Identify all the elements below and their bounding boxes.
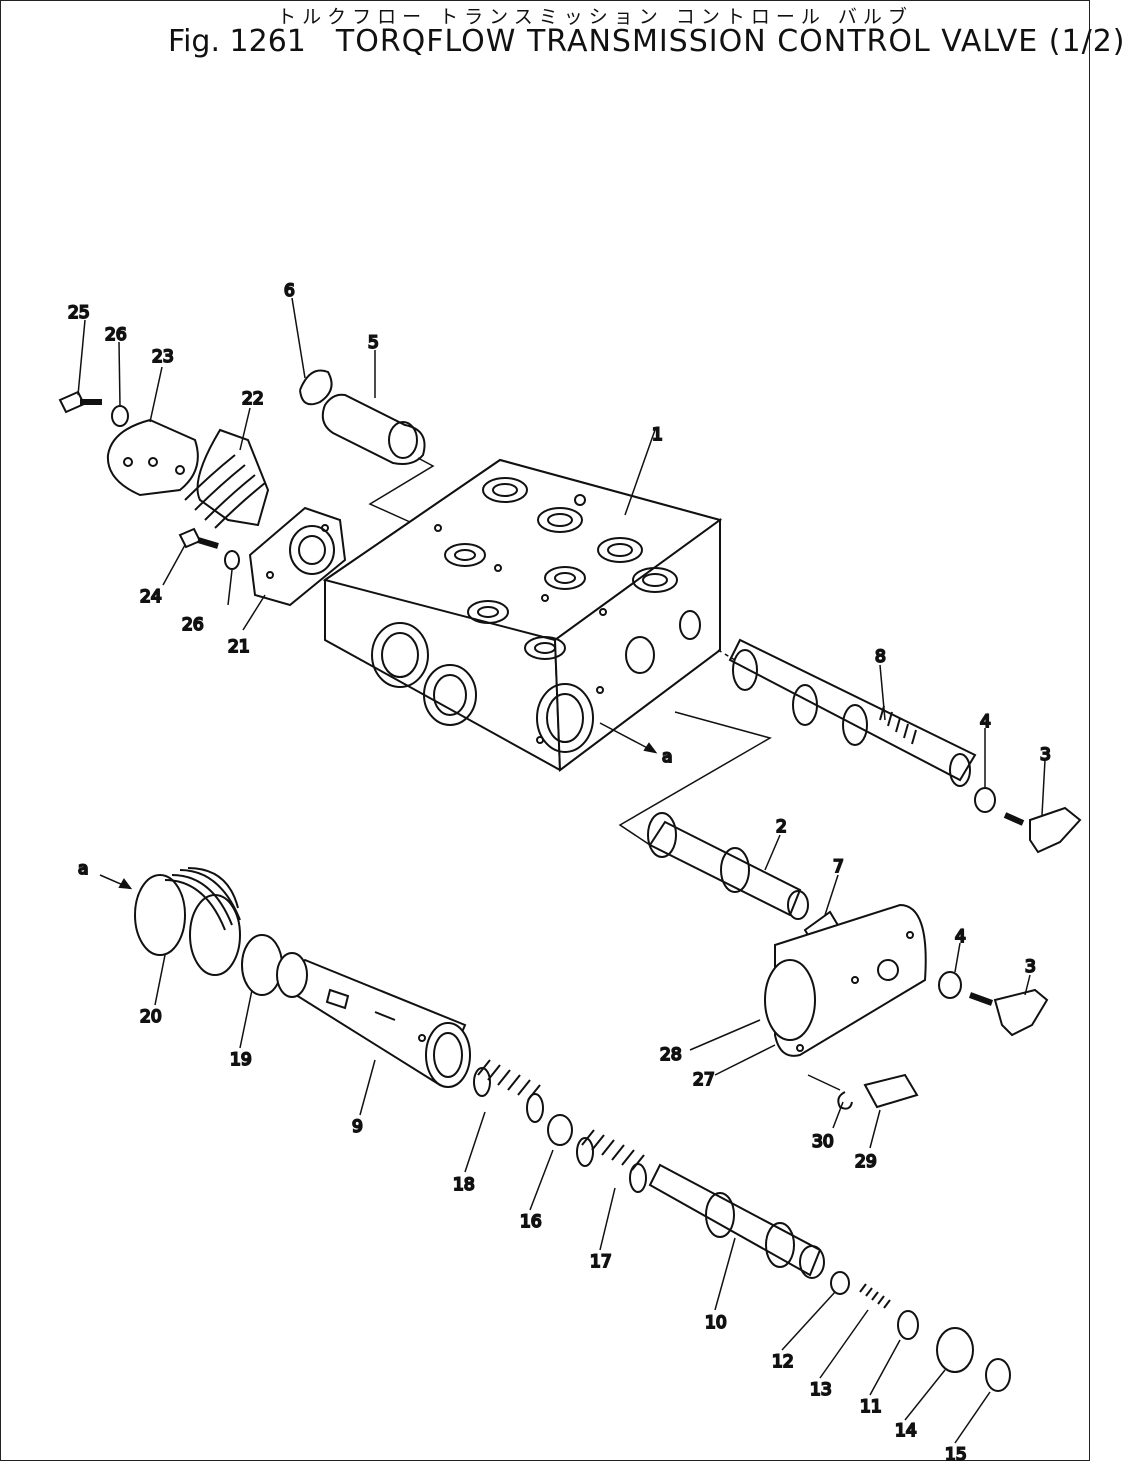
exploded-parts-diagram: 1 2 3 3 4 4 5 6 7 8 9 10 11 12 13 14 15 … [58,280,1082,1461]
callout-26: 26 [105,325,127,345]
spool-8-group [618,638,1082,854]
callout-16: 16 [520,1212,542,1232]
callout-a: a [662,747,672,767]
callout-9: 9 [352,1117,363,1137]
japanese-title: トルクフロー トランスミッション コントロール バルブ [277,6,913,28]
valve-body [322,458,723,772]
callout-22: 22 [242,389,264,409]
callout-17: 17 [590,1252,612,1272]
callout-1: 1 [652,425,663,445]
callout-28: 28 [660,1045,682,1065]
upper-cover-group [58,319,347,631]
callout-5: 5 [368,333,379,353]
callout-19: 19 [230,1050,252,1070]
callout-26: 26 [182,615,204,635]
callout-14: 14 [895,1421,917,1441]
callout-18: 18 [453,1175,475,1195]
callout-labels: 1 2 3 3 4 4 5 6 7 8 9 10 11 12 13 14 15 … [67,280,1052,1461]
callout-21: 21 [228,637,250,657]
springs-group [464,1059,647,1251]
callout-10: 10 [705,1313,727,1333]
figure-title: Fig. 1261 TORQFLOW TRANSMISSION CONTROL V… [168,24,1125,59]
callout-11: 11 [860,1397,882,1417]
cover-27-group [689,903,1049,1149]
callout-25: 25 [68,303,90,323]
spool-10-group [648,1163,1011,1444]
callout-30: 30 [812,1132,834,1152]
callout-7: 7 [833,857,844,877]
callout-a: a [78,859,88,879]
callout-8: 8 [875,647,886,667]
callout-4: 4 [955,927,966,947]
callout-20: 20 [140,1007,162,1027]
callout-27: 27 [693,1070,715,1090]
callout-2: 2 [776,817,787,837]
figure-number: Fig. 1261 [168,24,306,59]
callout-6: 6 [284,281,295,301]
spool-5-group [291,297,435,523]
callout-23: 23 [152,347,174,367]
callout-4: 4 [980,712,991,732]
reference-a-body [599,722,658,754]
callout-29: 29 [855,1152,877,1172]
callout-3: 3 [1040,745,1051,765]
callout-15: 15 [945,1445,967,1461]
callout-12: 12 [772,1352,794,1372]
callout-13: 13 [810,1380,832,1400]
figure-name: TORQFLOW TRANSMISSION CONTROL VALVE (1/2… [335,24,1126,59]
callout-24: 24 [140,587,162,607]
lower-left-group [99,867,471,1116]
callout-3: 3 [1025,957,1036,977]
